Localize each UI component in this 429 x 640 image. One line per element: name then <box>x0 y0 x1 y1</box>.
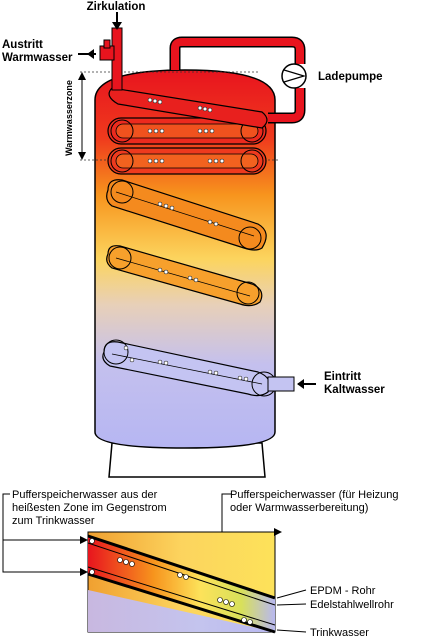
water-bubbles <box>123 97 249 382</box>
counterflow-label-line2: heißesten Zone im Gegenstrom <box>12 502 167 514</box>
eintritt-label-line2: Kaltwasser <box>324 384 385 396</box>
coil-hot-0 <box>108 87 268 129</box>
warmwasserzone-label: Warmwasserzone <box>64 80 74 156</box>
counterflow-label-line1: Pufferspeicherwasser aus der <box>12 489 158 501</box>
coil-warm-1 <box>106 179 267 251</box>
warmwasserzone-dimension <box>78 72 86 160</box>
coil-warm-2 <box>106 245 263 307</box>
heating-label-line2: oder Warmwasserbereitung) <box>230 502 368 514</box>
detail-pointers <box>2 493 307 633</box>
epdm-label: EPDM - Rohr <box>310 585 376 597</box>
edelstahl-label: Edelstahlwellrohr <box>310 599 394 611</box>
counterflow-label-line3: zum Trinkwasser <box>12 515 95 527</box>
detail-pipe-band <box>88 536 275 632</box>
pipe-detail <box>87 531 276 634</box>
austritt-label-line1: Austritt <box>2 39 43 51</box>
cold-water-inlet-stub <box>267 376 295 392</box>
eintritt-label-line1: Eintritt <box>324 371 361 383</box>
heat-exchanger-coils <box>102 87 295 397</box>
austritt-label-line2: Warmwasser <box>2 52 73 64</box>
coil-hot-1 <box>107 117 267 145</box>
trinkwasser-label: Trinkwasser <box>310 627 369 639</box>
pipes-top <box>78 12 316 389</box>
heating-label-line1: Pufferspeicherwasser (für Heizung <box>230 489 399 501</box>
coil-cold <box>102 339 277 397</box>
coil-hot-2 <box>107 147 267 175</box>
zirkulation-label: Zirkulation <box>87 1 146 13</box>
ladepumpe-label: Ladepumpe <box>318 71 383 83</box>
